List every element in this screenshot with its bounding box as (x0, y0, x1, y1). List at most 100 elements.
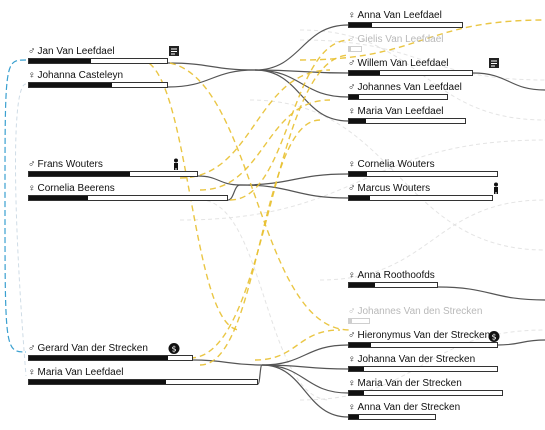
family-link (254, 69, 349, 74)
person-frans[interactable]: ♂Frans Wouters (28, 159, 202, 179)
dashed-link (199, 119, 321, 366)
dashed-link (229, 39, 351, 201)
person-name: ♂Willem Van Leefdael (348, 58, 448, 70)
male-symbol-icon: ♂ (28, 343, 36, 354)
dashed-link (159, 61, 351, 331)
person-johanna-s[interactable]: ♀Johanna Van der Strecken (348, 354, 502, 374)
male-symbol-icon: ♂ (28, 159, 36, 170)
lifespan-bar (348, 282, 438, 288)
female-symbol-icon: ♀ (348, 106, 356, 117)
dashed-link (254, 329, 341, 361)
person-name-text: Maria Van der Strecken (357, 378, 462, 389)
person-name-text: Johanna Van der Strecken (357, 354, 476, 365)
lifespan-bar (28, 379, 258, 385)
person-maria-l[interactable]: ♀Maria Van Leefdael (28, 367, 262, 387)
person-name: ♂Gielis Van Leefdael (348, 34, 443, 46)
person-name-text: Frans Wouters (37, 159, 103, 170)
person-name: ♀Johanna Van der Strecken (348, 354, 475, 366)
lifespan-bar (28, 195, 228, 201)
family-link (167, 69, 256, 88)
person-name: ♀Cornelia Wouters (348, 159, 435, 171)
lifespan-bar (28, 58, 168, 64)
lifespan-bar (28, 82, 168, 88)
scroll-icon[interactable] (488, 56, 500, 68)
lifespan-bar (348, 195, 493, 201)
svg-text:$: $ (491, 333, 496, 342)
family-link (254, 24, 349, 71)
lifespan-bar (348, 118, 466, 124)
person-name: ♂Johannes Van Leefdael (348, 82, 462, 94)
lifespan-bar-fill (29, 196, 89, 200)
lifespan-bar-fill (349, 343, 372, 347)
person-name: ♀Maria Van Leefdael (28, 367, 123, 379)
svg-text:$: $ (171, 345, 176, 354)
lifespan-bar-fill (349, 95, 359, 99)
person-gerard[interactable]: ♂Gerard Van der Strecken (28, 343, 197, 363)
person-maria-vl[interactable]: ♀Maria Van Leefdael (348, 106, 470, 126)
lifespan-bar-fill (349, 23, 372, 27)
person-marcus[interactable]: ♂Marcus Wouters (348, 183, 497, 203)
lifespan-bar-fill (349, 119, 367, 123)
family-link (192, 359, 263, 366)
person-cornelia-w[interactable]: ♀Cornelia Wouters (348, 159, 502, 179)
lifespan-bar (348, 342, 498, 348)
lifespan-bar-fill (29, 380, 166, 384)
lifespan-bar-fill (349, 391, 365, 395)
money-bag-icon[interactable]: $ (168, 341, 180, 354)
person-johannes-l[interactable]: ♂Johannes Van Leefdael (348, 82, 462, 102)
person-anna-l[interactable]: ♀Anna Van Leefdael (348, 10, 467, 30)
spouse-link (4, 59, 27, 353)
money-bag-icon[interactable]: $ (488, 329, 500, 342)
family-link (261, 364, 349, 394)
person-hieronymus[interactable]: ♂Hieronymus Van der Strecken (348, 330, 502, 350)
person-icon[interactable] (170, 157, 182, 170)
person-name-text: Johannes Van den Strecken (357, 306, 483, 317)
spouse-link (15, 83, 27, 377)
lifespan-bar (348, 46, 362, 52)
person-johanna-c[interactable]: ♀Johanna Casteleyn (28, 70, 172, 90)
lifespan-bar (348, 318, 370, 324)
person-name: ♀Maria Van der Strecken (348, 378, 462, 390)
person-cornelia-b[interactable]: ♀Cornelia Beerens (28, 183, 232, 203)
female-symbol-icon: ♀ (348, 354, 356, 365)
scroll-icon[interactable] (168, 44, 180, 56)
person-johannes-s[interactable]: ♂Johannes Van den Strecken (348, 306, 482, 326)
male-symbol-icon: ♂ (348, 34, 356, 45)
person-name-text: Cornelia Wouters (357, 159, 435, 170)
person-name: ♀Anna Van der Strecken (348, 402, 460, 414)
person-name: ♀Anna Roothoofds (348, 270, 435, 282)
dashed-link (189, 54, 351, 359)
lifespan-bar-fill (349, 71, 380, 75)
person-name: ♂Hieronymus Van der Strecken (348, 330, 490, 342)
person-gielis[interactable]: ♂Gielis Van Leefdael (348, 34, 443, 54)
person-willem[interactable]: ♂Willem Van Leefdael (348, 58, 477, 78)
family-link (197, 175, 241, 186)
person-jan[interactable]: ♂Jan Van Leefdael (28, 46, 172, 66)
lifespan-bar (348, 171, 498, 177)
female-symbol-icon: ♀ (28, 70, 36, 81)
person-name-text: Johanna Casteleyn (37, 70, 124, 81)
lifespan-bar-fill (29, 59, 92, 63)
lifespan-bar-fill (349, 415, 360, 419)
family-link (472, 72, 545, 91)
male-symbol-icon: ♂ (348, 183, 356, 194)
person-icon[interactable] (490, 181, 502, 194)
female-symbol-icon: ♀ (28, 183, 36, 194)
family-link (261, 364, 349, 370)
person-anna-r[interactable]: ♀Anna Roothoofds (348, 270, 442, 290)
person-name: ♀Anna Van Leefdael (348, 10, 442, 22)
person-anna-s[interactable]: ♀Anna Van der Strecken (348, 402, 460, 422)
lifespan-bar-fill (349, 196, 371, 200)
family-link (437, 286, 545, 301)
person-name: ♂Gerard Van der Strecken (28, 343, 148, 355)
lifespan-bar (348, 94, 448, 100)
lifespan-bar-fill (349, 367, 364, 371)
person-maria-s[interactable]: ♀Maria Van der Strecken (348, 378, 507, 398)
person-name-text: Anna Roothoofds (357, 270, 435, 281)
male-symbol-icon: ♂ (348, 58, 356, 69)
family-link (497, 339, 545, 346)
person-name-text: Willem Van Leefdael (357, 58, 449, 69)
person-name-text: Gerard Van der Strecken (37, 343, 148, 354)
